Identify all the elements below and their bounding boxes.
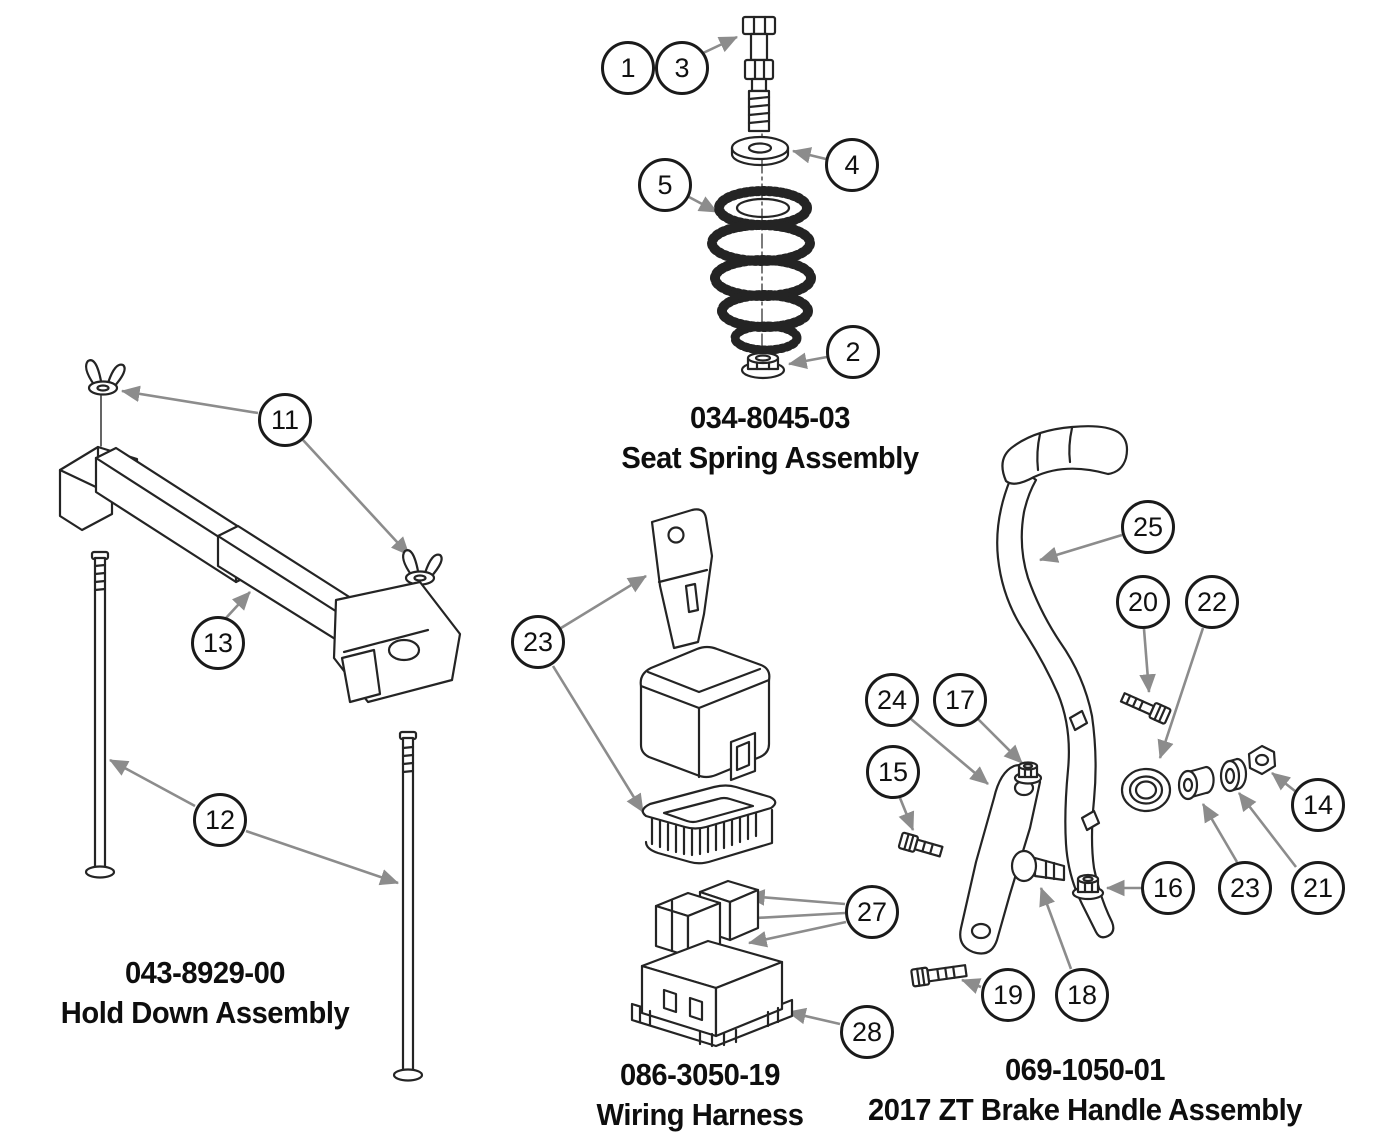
callout-14: 14 (1291, 778, 1345, 832)
callout-4: 4 (825, 138, 879, 192)
caption-seat-spring-assembly: 034-8045-03 Seat Spring Assembly (621, 398, 919, 478)
callout-12: 12 (193, 793, 247, 847)
wiring-harness-drawing (630, 508, 794, 1048)
callout-19: 19 (981, 968, 1035, 1022)
gasket (641, 784, 777, 865)
flange-nut-17 (1013, 761, 1043, 785)
flange-nut (740, 351, 786, 380)
carriage-bolt-18 (1010, 849, 1066, 883)
bracket-bar (58, 445, 462, 704)
rod-right (392, 730, 424, 1082)
callout-17: 17 (933, 673, 987, 727)
spring (707, 186, 816, 355)
relay-cover (639, 645, 771, 782)
assembly-name: Seat Spring Assembly (621, 440, 919, 475)
brake-handle-drawing (897, 425, 1277, 988)
callout-21: 21 (1291, 861, 1345, 915)
callout-11: 11 (258, 393, 312, 447)
caption-brake-handle-assembly: 069-1050-01 2017 ZT Brake Handle Assembl… (868, 1050, 1302, 1130)
callout-28: 28 (840, 1005, 894, 1059)
callout-18: 18 (1055, 968, 1109, 1022)
seat-spring-drawing (707, 15, 816, 380)
callout-25: 25 (1121, 500, 1175, 554)
bushing-22 (1120, 767, 1172, 813)
handle-grip (1001, 425, 1129, 485)
callout-20: 20 (1116, 575, 1170, 629)
washer-21 (1219, 757, 1248, 793)
rod-left (84, 550, 116, 879)
wing-nut-left (85, 359, 126, 447)
bushing-23 (1177, 765, 1215, 801)
assembly-name: Wiring Harness (596, 1097, 804, 1132)
mounting-tab (650, 508, 714, 650)
callout-5: 5 (638, 158, 692, 212)
callout-15: 15 (866, 745, 920, 799)
connector-blocks (654, 879, 760, 958)
wing-nut-right (402, 549, 443, 586)
callout-23-wiring: 23 (511, 615, 565, 669)
callout-1: 1 (601, 41, 655, 95)
bolt-20 (1119, 692, 1172, 725)
bolt-19 (910, 964, 968, 988)
leader-lines (109, 35, 1298, 1026)
callout-24: 24 (865, 673, 919, 727)
assembly-name: Hold Down Assembly (60, 995, 350, 1030)
harness-base (630, 939, 794, 1048)
caption-wiring-harness: 086-3050-19 Wiring Harness (597, 1055, 804, 1135)
bolt-15 (897, 831, 944, 858)
assembly-name: 2017 ZT Brake Handle Assembly (868, 1092, 1302, 1127)
caption-hold-down-assembly: 043-8929-00 Hold Down Assembly (60, 953, 350, 1033)
callout-3: 3 (655, 41, 709, 95)
flat-washer (730, 135, 790, 167)
callout-16: 16 (1141, 861, 1195, 915)
callout-22: 22 (1185, 575, 1239, 629)
part-number: 086-3050-19 (619, 1057, 781, 1092)
lever-arm (996, 473, 1115, 939)
part-number: 069-1050-01 (1004, 1052, 1166, 1087)
part-number: 034-8045-03 (689, 400, 851, 435)
hold-down-drawing (58, 359, 462, 1082)
part-number: 043-8929-00 (124, 955, 286, 990)
callout-27: 27 (845, 885, 899, 939)
callout-13: 13 (191, 616, 245, 670)
callout-23-brake: 23 (1218, 861, 1272, 915)
callout-2: 2 (826, 325, 880, 379)
flange-nut-16 (1071, 873, 1105, 901)
nut-14 (1247, 744, 1277, 776)
hex-bolt (741, 15, 777, 133)
